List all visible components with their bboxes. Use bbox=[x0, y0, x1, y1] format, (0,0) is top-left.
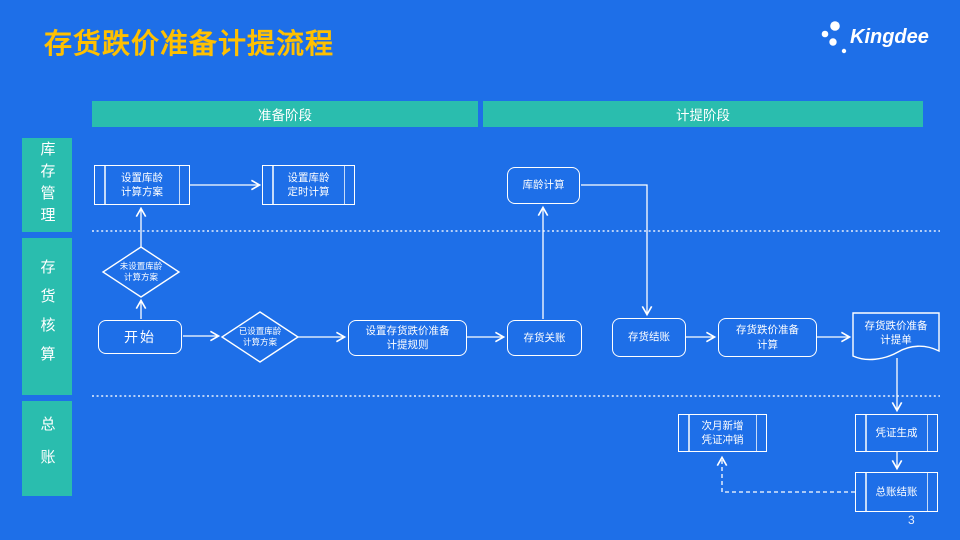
page-number: 3 bbox=[908, 513, 915, 527]
node-voucher-gen-label: 凭证生成 bbox=[875, 426, 918, 439]
node-age-calc-label: 库龄计算 bbox=[522, 179, 565, 192]
lane-label-inventory-accounting: 存货核算 bbox=[22, 238, 72, 395]
decision-no-age-plan-shape bbox=[101, 246, 181, 298]
kingdee-logo: Kingdee bbox=[814, 14, 944, 62]
node-has-age-plan-label: 已设置库龄 计算方案 bbox=[238, 325, 282, 347]
node-age-calc: 库龄计算 bbox=[507, 167, 580, 204]
lane-label-inventory-management: 库存管理 bbox=[22, 138, 72, 232]
node-set-age-plan: 设置库龄 计算方案 bbox=[94, 165, 190, 205]
node-next-month-reversal: 次月新增 凭证冲销 bbox=[678, 414, 767, 452]
connector-agecalc-to-invsettle bbox=[581, 184, 653, 317]
page-title: 存货跌价准备计提流程 bbox=[44, 28, 335, 59]
node-set-age-schedule: 设置库龄 定时计算 bbox=[262, 165, 355, 205]
node-provision-doc: 存货跌价准备 计提单 bbox=[853, 314, 939, 352]
node-set-age-schedule-label: 设置库龄 定时计算 bbox=[287, 171, 330, 198]
node-set-rule-label: 设置存货跌价准备 计提规则 bbox=[365, 324, 450, 351]
node-next-month-reversal-label: 次月新增 凭证冲销 bbox=[701, 419, 744, 446]
node-start: 开始 bbox=[98, 320, 182, 354]
lane-label-general-ledger: 总账 bbox=[22, 401, 72, 496]
decision-has-age-plan-shape bbox=[220, 311, 300, 363]
node-inv-close: 存货关账 bbox=[507, 320, 582, 356]
node-provision-calc-label: 存货跌价准备 计算 bbox=[736, 324, 799, 351]
node-inv-settle-label: 存货结账 bbox=[628, 331, 670, 344]
connector-glclose-to-reversal-dashed bbox=[716, 455, 855, 493]
node-set-age-plan-label: 设置库龄 计算方案 bbox=[121, 171, 163, 198]
node-set-rule: 设置存货跌价准备 计提规则 bbox=[348, 320, 467, 356]
node-provision-calc: 存货跌价准备 计算 bbox=[718, 318, 817, 357]
node-no-age-plan-label: 未设置库龄 计算方案 bbox=[119, 260, 163, 282]
phase-header-accrual: 计提阶段 bbox=[483, 101, 923, 127]
node-start-label: 开始 bbox=[124, 328, 156, 345]
kingdee-logo-text: Kingdee bbox=[850, 26, 929, 48]
node-voucher-gen: 凭证生成 bbox=[855, 414, 938, 452]
phase-header-preparation: 准备阶段 bbox=[92, 101, 478, 127]
node-provision-doc-label: 存货跌价准备 计提单 bbox=[864, 319, 928, 346]
node-gl-close: 总账结账 bbox=[855, 472, 938, 512]
document-provision-doc-shape bbox=[852, 312, 940, 361]
kingdee-dots-icon: Kingdee bbox=[821, 21, 929, 54]
node-inv-settle: 存货结账 bbox=[612, 318, 686, 357]
node-inv-close-label: 存货关账 bbox=[523, 331, 566, 344]
node-gl-close-label: 总账结账 bbox=[875, 485, 918, 498]
